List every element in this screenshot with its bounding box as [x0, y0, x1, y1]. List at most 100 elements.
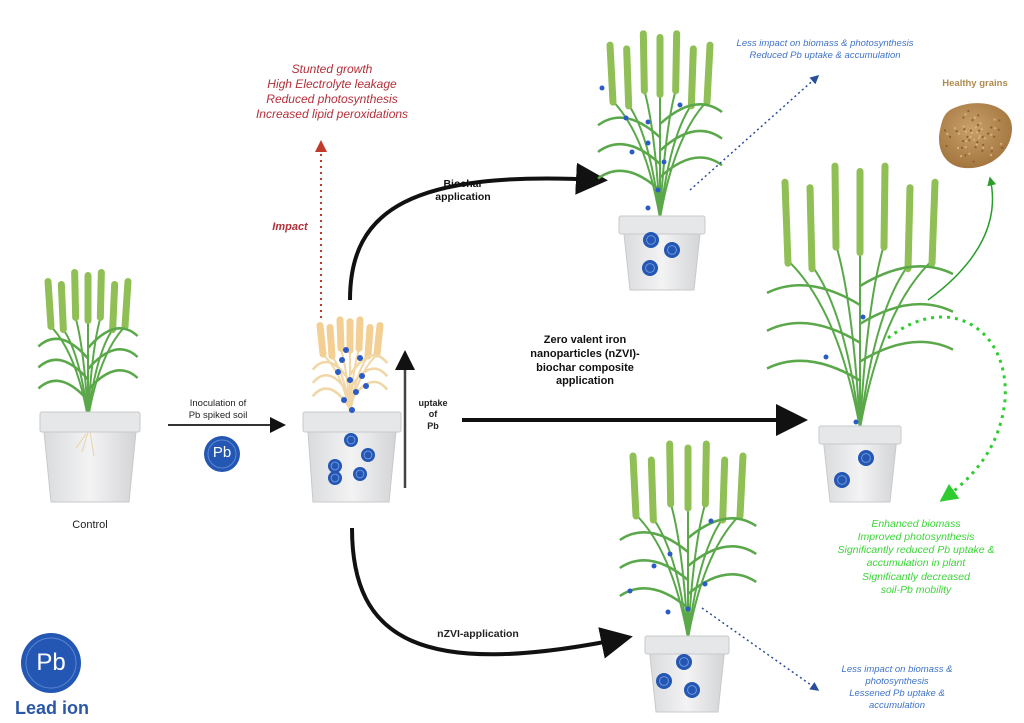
composite-plant — [766, 162, 954, 429]
grain-speckle — [960, 146, 964, 149]
wheat-leaf — [87, 369, 139, 391]
wheat-leaf — [597, 143, 661, 165]
nzvi-outcome-label: Less impact on biomass & photosynthesis … — [812, 664, 982, 712]
stressed-plant — [311, 316, 389, 413]
wheat-leaf — [859, 340, 954, 363]
pb-ion-dot — [651, 563, 657, 569]
wheat-spike — [672, 30, 681, 95]
grain-speckle — [962, 125, 965, 128]
wheat-leaf — [37, 379, 89, 402]
nzvi-outcome-line: accumulation — [869, 699, 925, 711]
pb-ion-dot — [627, 588, 633, 594]
pb-ion-dot — [667, 551, 673, 557]
wheat-spike — [736, 452, 747, 520]
pb-ion-ring — [330, 473, 340, 483]
grain-speckle — [973, 138, 976, 142]
pb-ion — [642, 260, 658, 276]
wheat-leaf — [859, 265, 954, 288]
grain-speckle — [980, 128, 983, 131]
composite-pot — [818, 425, 902, 503]
grain-speckle — [978, 129, 981, 132]
wheat-leaf — [859, 302, 954, 325]
biochar-outcome-arrow — [689, 75, 820, 191]
pb-ion-dot — [661, 159, 667, 165]
stress-effect: Increased lipid peroxidations — [255, 107, 409, 121]
pb-ion-dot — [645, 119, 651, 125]
wheat-spike — [373, 322, 384, 358]
grain-speckle — [955, 130, 958, 133]
wheat-spike — [703, 41, 714, 106]
grain-speckle — [964, 146, 967, 149]
pb-ion — [676, 654, 692, 670]
pb-ion-ring — [646, 235, 656, 245]
wheat-spike — [639, 30, 648, 95]
grain-speckle — [993, 127, 997, 130]
stress-effects-label: Stunted growth High Electrolyte leakage … — [222, 62, 442, 122]
grain-speckle — [976, 123, 980, 127]
grain-speckle — [943, 129, 947, 132]
wheat-leaf — [619, 531, 689, 553]
grain-speckle — [963, 128, 966, 131]
pb-ion-dot — [645, 205, 651, 211]
composite-application-label: Zero valent iron nanoparticles (nZVI)- b… — [510, 334, 660, 389]
wheat-spike — [666, 440, 675, 508]
grain-speckle — [984, 137, 987, 140]
pb-ion-dot — [655, 187, 661, 193]
wheat-stem — [659, 86, 678, 219]
wheat-leaf — [766, 283, 861, 306]
wheat-stem — [834, 241, 861, 429]
biochar-pot — [618, 215, 706, 291]
pb-ion — [834, 472, 850, 488]
biochar-outcome-label: Less impact on biomass & photosynthesis … — [700, 38, 950, 62]
wheat-spike — [121, 278, 132, 330]
wheat-leaf — [87, 348, 139, 370]
wheat-stem — [609, 97, 661, 219]
wheat-leaf — [687, 573, 757, 595]
composite-line: biochar composite — [536, 361, 634, 374]
wheat-stem — [784, 257, 861, 429]
pb-ions-in-stressed-pot — [328, 347, 375, 485]
grain-speckle — [978, 134, 981, 138]
grain-arrow — [927, 176, 997, 301]
wheat-leaf — [619, 587, 689, 609]
wheat-spike — [336, 316, 345, 352]
grain-speckle — [969, 135, 972, 139]
nzvi-arrow — [350, 527, 633, 659]
inoculation-line: Inoculation of — [189, 398, 247, 409]
pb-ion-dot — [347, 377, 353, 383]
control-pot — [39, 411, 141, 503]
grain-speckle — [962, 116, 965, 119]
wheat-spike — [364, 323, 374, 360]
pb-ion-dot — [349, 407, 355, 413]
wheat-stem — [859, 262, 911, 429]
grain-speckle — [990, 126, 993, 129]
wheat-spike — [806, 184, 816, 273]
pb-ion-dot — [359, 373, 365, 379]
composite-line: application — [555, 375, 615, 388]
grain-speckle — [946, 132, 949, 136]
pb-ion-dot — [665, 609, 671, 615]
stress-effect: Reduced photosynthesis — [266, 92, 398, 106]
composite-outcome-label: Enhanced biomass Improved photosynthesis… — [808, 518, 1024, 597]
composite-outcome-line: accumulation in plant — [866, 557, 966, 570]
pb-ion — [328, 459, 342, 473]
nzvi-outcome-line: Lessened Pb uptake & — [849, 687, 945, 699]
grain-speckle — [973, 116, 977, 119]
grain-speckle — [956, 146, 960, 149]
control-label: Control — [72, 519, 108, 531]
wheat-leaf — [659, 129, 723, 152]
pb-ions-in-composite-pot — [834, 450, 874, 488]
grain-speckle — [975, 143, 978, 146]
pb-ion-ring — [659, 676, 669, 686]
pb-ion-dot — [629, 149, 635, 155]
wheat-stem — [87, 314, 103, 419]
grain-speckle — [976, 141, 979, 144]
composite-line: Zero valent iron — [543, 334, 627, 346]
biochar-line: Biochar — [443, 178, 483, 190]
pb-ion-dot — [357, 355, 363, 361]
grain-speckle — [961, 140, 965, 143]
wheat-stem — [668, 499, 689, 639]
composite-outcome-line: soil-Pb mobility — [880, 583, 952, 596]
grain-speckle — [974, 126, 978, 129]
